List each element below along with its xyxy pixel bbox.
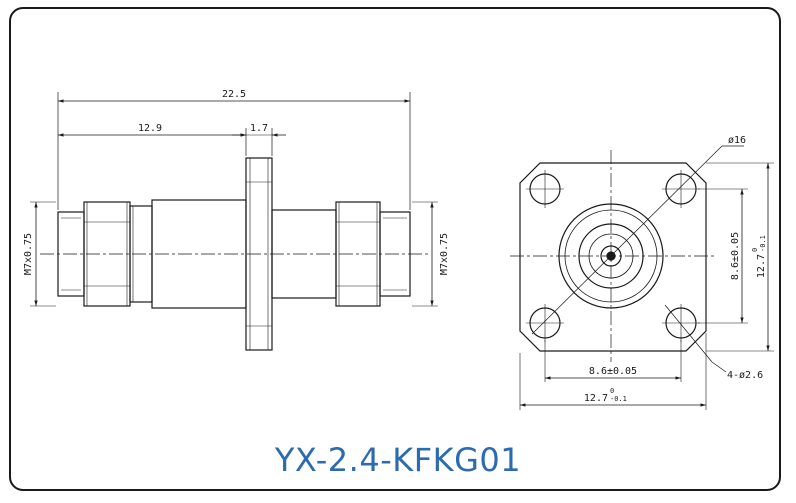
mount-hole-leader [664,304,713,363]
hole-spacing-v-label: 8.6±0.05 [730,232,741,280]
flange [245,157,273,351]
overall-length-label: 22.5 [222,89,246,100]
svg-text:-0.1: -0.1 [759,235,767,252]
right-connector [335,201,411,307]
part-number-title: YX-2.4-KFKG01 [274,441,522,479]
right-thread-label: M7x0.75 [439,233,450,275]
flange-width-v-label: 12.7 0 -0.1 [751,235,767,278]
outer-diameter-leader [531,145,723,335]
svg-text:0: 0 [751,248,759,252]
left-thread-label: M7x0.75 [23,233,34,275]
svg-text:-0.1: -0.1 [610,395,627,403]
hole-spacing-h-label: 8.6±0.05 [589,366,637,377]
side-view [30,92,438,351]
svg-text:12.7: 12.7 [756,254,767,278]
left-length-label: 12.9 [138,123,162,134]
svg-text:0: 0 [610,387,614,395]
front-view [510,145,774,410]
flange-outline [519,162,707,352]
outer-diameter-label: ø16 [728,135,746,146]
mount-holes-label: 4-ø2.6 [727,370,763,381]
svg-text:12.7: 12.7 [584,393,608,404]
flange-thickness-label: 1.7 [250,123,268,134]
drawing-frame [9,7,781,491]
flange-width-h-label: 12.7 0 -0.1 [584,387,627,404]
